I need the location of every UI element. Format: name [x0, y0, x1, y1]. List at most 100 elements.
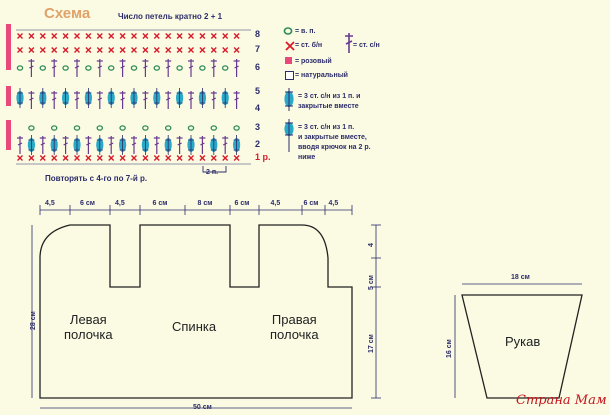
- single-crochet-mark: [28, 47, 35, 53]
- pink-color-bar: [6, 120, 11, 150]
- top-width-label: 8 см: [197, 200, 213, 207]
- chain-stitch-mark: [153, 65, 161, 71]
- cluster-stitch-post: [85, 88, 92, 108]
- single-crochet-mark: [153, 155, 160, 161]
- single-crochet-mark: [222, 155, 229, 161]
- back-label: Спинка: [172, 319, 217, 334]
- single-crochet-mark: [17, 33, 23, 39]
- legend-cluster3-line2: закрытые вместе: [298, 103, 359, 110]
- single-crochet-mark: [96, 47, 103, 53]
- double-crochet-mark: [210, 91, 217, 109]
- double-crochet-mark: [17, 136, 23, 154]
- single-crochet-mark: [74, 155, 80, 161]
- chain-stitch-mark: [119, 125, 126, 131]
- single-crochet-mark: [74, 47, 80, 53]
- double-crochet-mark: [119, 91, 126, 109]
- top-width-label: 6 см: [80, 200, 95, 207]
- cluster-stitch-post: [62, 88, 69, 108]
- single-crochet-mark: [62, 33, 69, 39]
- pink-swatch: [285, 57, 292, 64]
- double-crochet-mark: [153, 136, 160, 154]
- legend-cluster3-line1: = 3 ст. с/н из 1 п. и: [298, 93, 361, 100]
- single-crochet-mark: [96, 33, 103, 39]
- double-crochet-mark: [188, 91, 194, 109]
- single-crochet-mark: [39, 33, 46, 39]
- double-crochet-mark: [51, 91, 58, 109]
- cluster-3dc-low-icon: [284, 119, 294, 152]
- legend-chain-text: = в. п.: [295, 28, 316, 35]
- double-crochet-mark: [210, 59, 217, 77]
- dim-height-28: 28 см: [30, 311, 37, 330]
- single-crochet-mark: [62, 155, 69, 161]
- single-crochet-mark: [165, 47, 172, 53]
- double-crochet-mark: [62, 136, 69, 154]
- row-number: 5: [255, 86, 261, 96]
- single-crochet-mark: [28, 155, 35, 161]
- cluster-stitch-post: [222, 88, 229, 108]
- double-crochet-mark: [131, 136, 137, 154]
- chain-stitch-icon: [283, 27, 293, 35]
- legend-sc-text: = ст. б/н: [295, 42, 323, 49]
- chain-stitch-mark: [233, 125, 240, 131]
- single-crochet-mark: [188, 155, 194, 161]
- single-crochet-mark: [233, 33, 240, 39]
- single-crochet-mark: [119, 33, 126, 39]
- row-number: 8: [255, 29, 261, 39]
- single-crochet-mark: [165, 33, 172, 39]
- top-width-label: 4,5: [115, 200, 125, 207]
- left-front-line1: Левая: [69, 312, 107, 327]
- single-crochet-mark: [96, 155, 103, 161]
- single-crochet-mark: [51, 33, 58, 39]
- sleeve-outline: [461, 294, 583, 399]
- double-crochet-mark: [188, 59, 194, 77]
- sleeve-height-dim: 16 см: [446, 339, 453, 358]
- chain-stitch-mark: [107, 65, 115, 71]
- single-crochet-mark: [233, 155, 240, 161]
- single-crochet-mark: [85, 33, 92, 39]
- top-width-label: 6 см: [303, 200, 319, 207]
- double-crochet-mark: [96, 91, 103, 109]
- cluster-stitch-post: [199, 88, 206, 108]
- dim-side-17: 17 см: [368, 334, 375, 353]
- row-number: 7: [255, 44, 261, 54]
- single-crochet-mark: [222, 47, 229, 53]
- sleeve-label: Рукав: [505, 334, 541, 349]
- single-crochet-mark: [108, 155, 115, 161]
- scheme-title: Схема: [44, 5, 91, 22]
- cluster-stitch-post: [17, 88, 23, 108]
- cluster-stitch-post: [131, 88, 137, 108]
- stitch-multiple-note: Число петель кратно 2 + 1: [118, 12, 223, 21]
- cluster-stitch-post: [176, 88, 183, 108]
- cluster-stitch-post: [153, 88, 160, 108]
- site-watermark: Страна Мам: [516, 393, 607, 408]
- single-crochet-mark: [176, 33, 183, 39]
- cluster-stitch-post: [188, 135, 194, 155]
- double-crochet-mark: [74, 91, 80, 109]
- cluster-stitch-post: [74, 135, 80, 155]
- single-crochet-mark: [85, 47, 92, 53]
- chain-stitch-mark: [130, 65, 138, 71]
- single-crochet-mark: [62, 47, 69, 53]
- double-crochet-mark: [176, 136, 183, 154]
- single-crochet-mark: [210, 155, 217, 161]
- single-crochet-mark: [176, 155, 183, 161]
- single-crochet-mark: [17, 47, 23, 53]
- single-crochet-mark: [108, 33, 115, 39]
- single-crochet-mark: [131, 47, 137, 53]
- double-crochet-mark: [233, 59, 240, 77]
- dim-armhole-5: 5 см: [368, 275, 375, 290]
- single-crochet-mark: [210, 47, 217, 53]
- single-crochet-mark: [210, 33, 217, 39]
- single-crochet-mark: [108, 47, 115, 53]
- single-crochet-mark: [176, 47, 183, 53]
- repeat-width-label: 2 п.: [206, 169, 219, 176]
- single-crochet-mark: [142, 155, 149, 161]
- double-crochet-mark: [96, 59, 103, 77]
- double-crochet-mark: [119, 59, 126, 77]
- legend-cluster3low-line3: вводя крючок на 2 р.: [298, 144, 371, 151]
- right-front-line1: Правая: [271, 312, 317, 327]
- top-width-label: 6 см: [152, 200, 168, 207]
- single-crochet-mark: [74, 33, 80, 39]
- legend-natural-text: = натуральный: [295, 72, 348, 79]
